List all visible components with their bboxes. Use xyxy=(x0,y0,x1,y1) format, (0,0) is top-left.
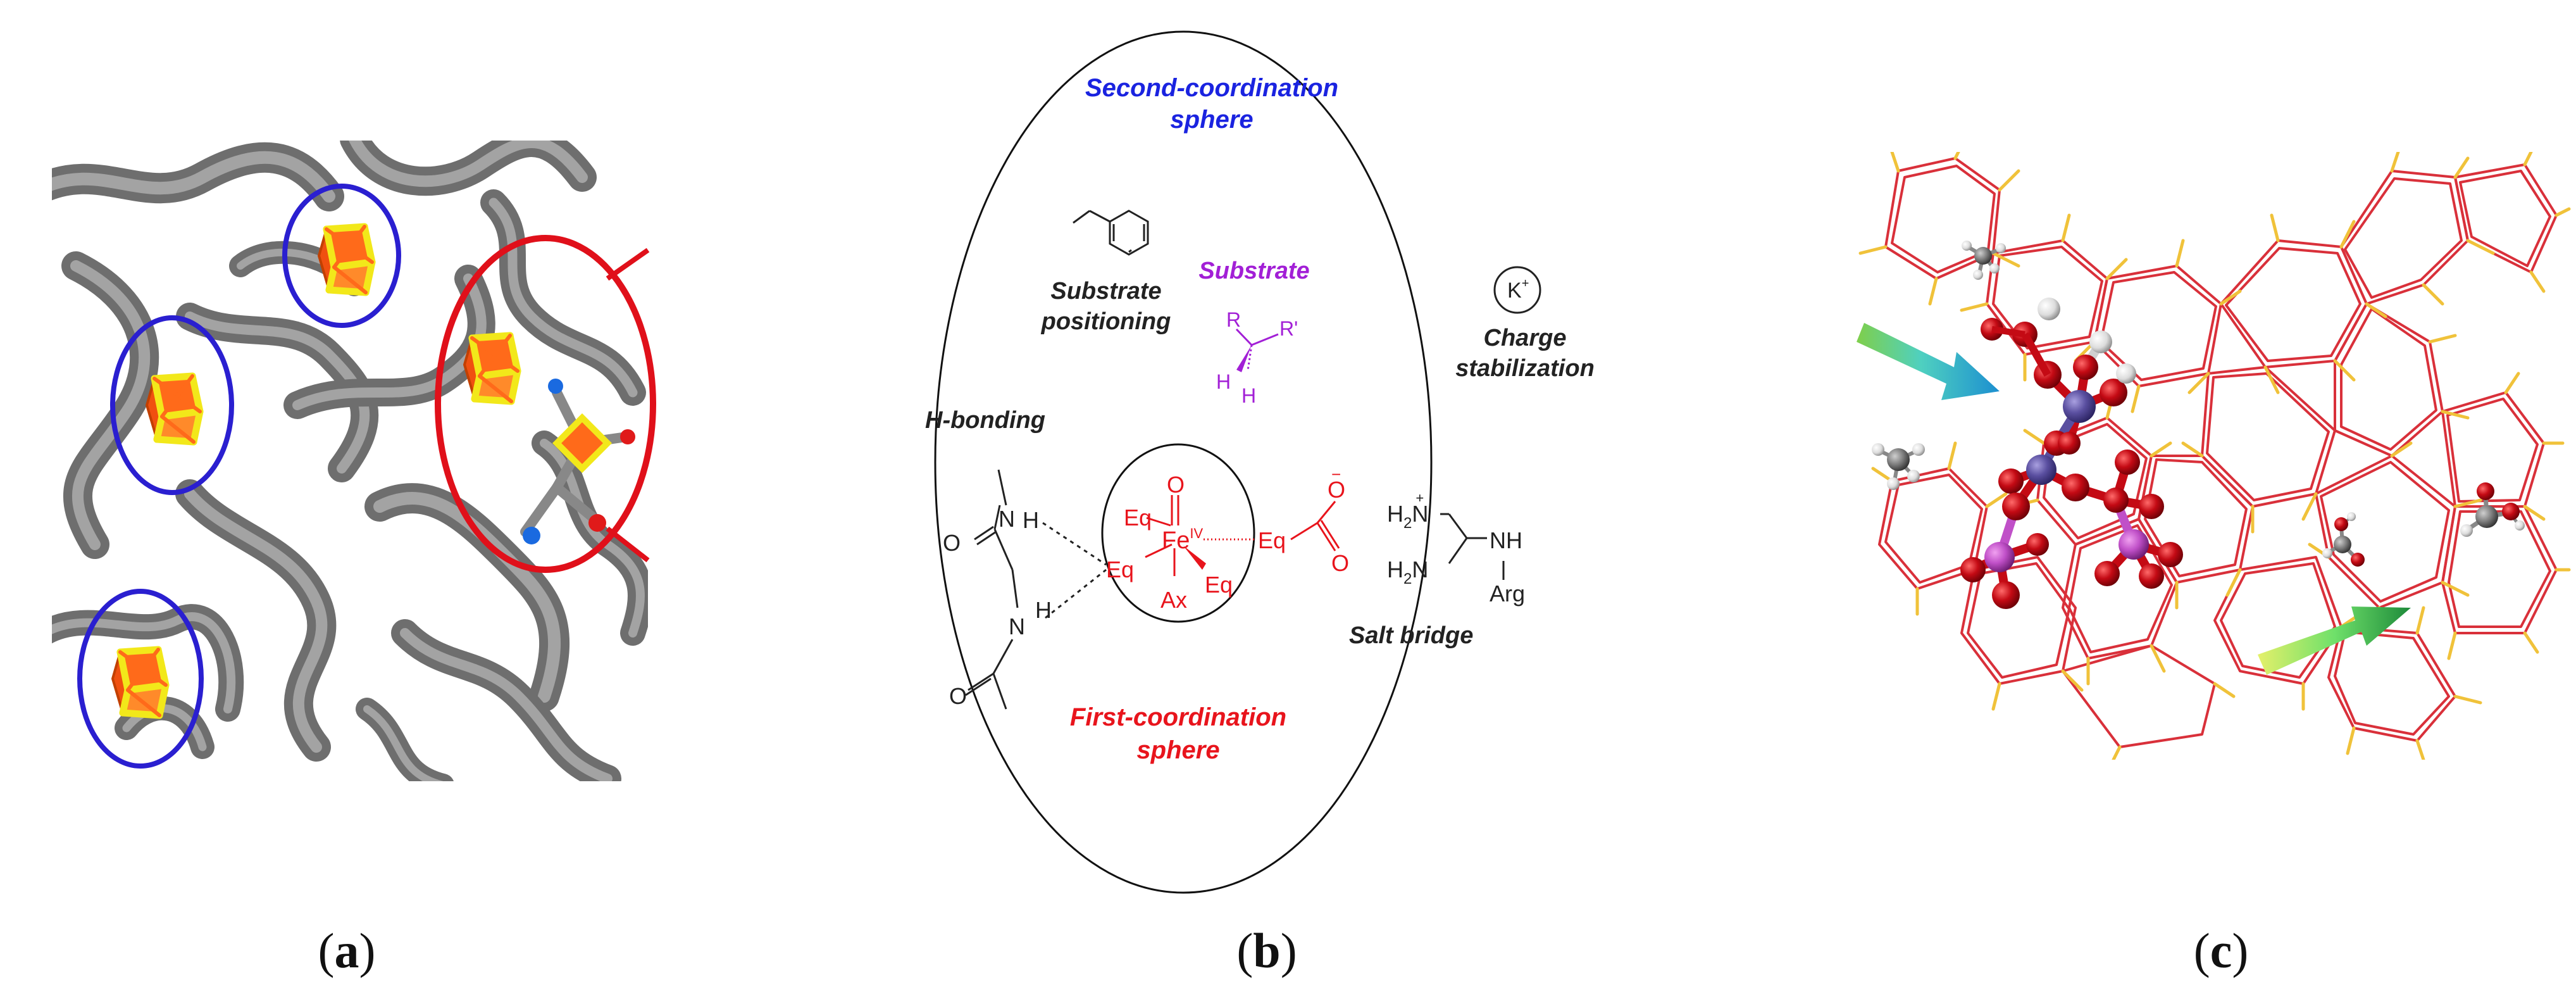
amide-o1: O xyxy=(943,530,961,556)
fes-cluster-bottom xyxy=(113,650,166,715)
substrate-r-prime: R' xyxy=(1279,317,1298,340)
eq-top-label: Eq xyxy=(1124,505,1152,531)
blue-circle-bottom xyxy=(77,589,204,769)
arg-h2n-bottom: H2N xyxy=(1387,556,1428,587)
ax-label: Ax xyxy=(1160,587,1187,613)
first-sphere-circle xyxy=(1101,443,1255,623)
metal-oxo-cluster xyxy=(1960,298,2183,609)
amide-o2: O xyxy=(949,683,967,709)
substrate-positioning-label-1: Substrate xyxy=(1050,278,1161,305)
charge-stabilization-label-2: stabilization xyxy=(1455,355,1595,382)
eq-left-label: Eq xyxy=(1106,556,1134,582)
substrate-r: R xyxy=(1226,308,1241,331)
substrate-label: Substrate xyxy=(1198,258,1309,284)
blue-circle-top xyxy=(282,184,401,328)
substrate-positioning-label-2: positioning xyxy=(1041,308,1171,335)
panel-c: (c) xyxy=(1857,152,2571,978)
first-sphere-label-1: First-coordination xyxy=(1070,703,1286,731)
eq-right-label: Eq xyxy=(1258,527,1286,553)
carboxylate-o1: O− xyxy=(1328,465,1345,503)
charge-stabilization-label-1: Charge xyxy=(1484,325,1567,351)
cluster-highlight-circles xyxy=(77,184,656,769)
arrow-blue xyxy=(1857,323,2000,400)
oxo-label: O xyxy=(1167,472,1185,498)
methane-molecule-top xyxy=(1962,241,2006,280)
zoom-line-upper xyxy=(606,248,650,281)
substrate-h1: H xyxy=(1216,370,1231,393)
arg-label: Arg xyxy=(1490,581,1525,606)
formic-acid-molecule-center xyxy=(2322,512,2365,567)
formic-acid-molecule-right xyxy=(2460,482,2525,537)
zeolite-framework xyxy=(1857,152,2571,760)
fes-cluster-left xyxy=(147,376,200,442)
blue-circle-left xyxy=(110,315,234,495)
fes-cluster-top xyxy=(319,227,372,292)
first-sphere-label-2: sphere xyxy=(1136,736,1219,764)
second-sphere-label-1: Second-coordination xyxy=(1085,74,1338,102)
second-sphere-label-2: sphere xyxy=(1170,106,1253,134)
methane-molecule-left xyxy=(1872,443,1925,490)
panel-a: (a) xyxy=(52,141,656,978)
amide-h2: H xyxy=(1035,597,1052,623)
caption-c: (c) xyxy=(2194,923,2249,978)
potassium-label: K+ xyxy=(1507,277,1529,303)
caption-b: (b) xyxy=(1236,923,1297,978)
iron-center-structure xyxy=(1145,495,1340,576)
arrow-green xyxy=(2258,606,2411,675)
arg-nh: NH xyxy=(1490,527,1522,553)
zoom-line-lower xyxy=(606,526,650,563)
fe-label: FeIV xyxy=(1162,525,1203,554)
amide-n2: N xyxy=(1009,613,1025,639)
panel-b: Second-coordination sphere Substrate pos… xyxy=(925,30,1595,978)
potassium-circle xyxy=(1493,266,1541,314)
caption-a: (a) xyxy=(318,923,376,978)
ethylbenzene-structure xyxy=(1073,210,1149,256)
peptide-backbone-structure xyxy=(965,469,1107,710)
amide-n1: N xyxy=(999,506,1015,532)
salt-bridge-label: Salt bridge xyxy=(1349,622,1473,649)
carboxylate-o2: O xyxy=(1331,550,1349,576)
fes-cluster-active-site xyxy=(464,336,518,401)
active-site-ligand xyxy=(520,379,635,544)
arginine-structure xyxy=(1440,513,1505,580)
red-circle-active-site xyxy=(435,235,656,573)
substrate-structure: R R' H H xyxy=(1216,308,1298,407)
substrate-h2: H xyxy=(1241,384,1256,407)
eq-bottom-label: Eq xyxy=(1205,572,1233,598)
second-sphere-ellipse xyxy=(934,30,1433,894)
h-bonding-label: H-bonding xyxy=(925,407,1045,434)
amide-h1: H xyxy=(1023,507,1039,533)
arg-h2n-top: H2N+ xyxy=(1387,490,1428,532)
